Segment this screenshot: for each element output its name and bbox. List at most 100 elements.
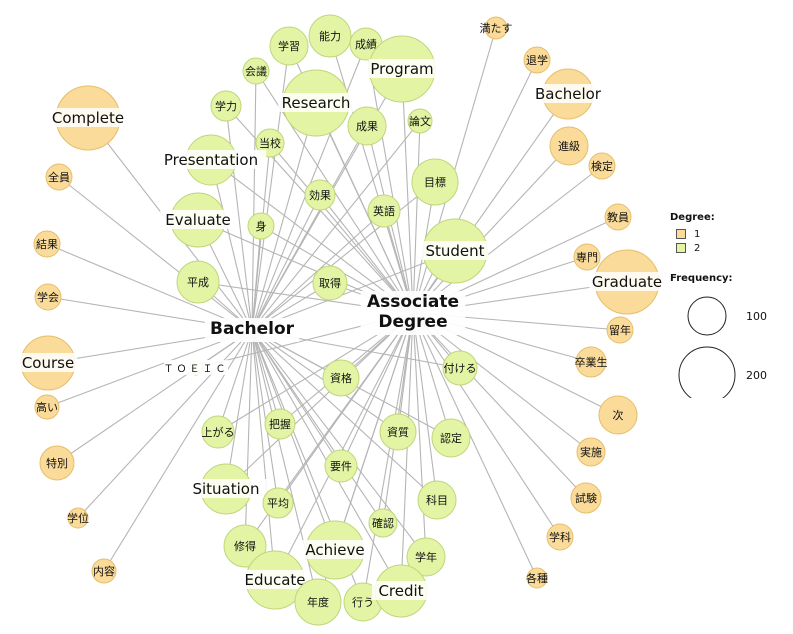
legend-circle-100 [687,296,727,336]
edge-b-43 [46,329,253,408]
node: 進級 [549,126,589,166]
node: 平成 [176,260,220,304]
node: 学力 [210,90,242,122]
node-label: 各種 [526,571,548,585]
edge-a-8 [412,120,421,314]
node-label: 英語 [373,204,395,218]
node-circle [312,265,348,301]
edge-a-2 [365,43,414,314]
node: 効果 [304,179,336,211]
node: Achieve [301,520,369,580]
edge-b-5 [251,102,317,331]
node: 特別 [39,445,75,481]
node-circle [546,523,574,551]
node-label: 学科 [549,530,571,544]
node-label: 学習 [278,39,300,53]
node-label: 高い [36,400,58,414]
node-label: 内容 [93,564,115,578]
node: Evaluate [160,192,236,248]
node-label: 次 [613,408,624,422]
legend-swatch-degree-2 [676,243,686,253]
hub-b: Bachelor [204,318,300,342]
node: Bachelor [530,68,606,120]
node-circle [39,445,75,481]
edge-a-34 [274,312,414,581]
node-label: 学会 [37,290,59,304]
node-label: 資質 [387,425,409,439]
node-label-bg [530,84,606,103]
node: 上がる [201,415,235,449]
node: 取得 [312,265,348,301]
node-circle [442,350,478,386]
node-circle [549,126,589,166]
node: 資格 [322,359,360,397]
node-label: Research [282,94,351,112]
node-label-bg [421,241,489,260]
node-circle [34,394,60,420]
node-label: Educate [244,571,305,589]
node-label: 実施 [580,445,602,459]
node-label: 当校 [259,136,281,150]
edge-a-60 [412,312,561,538]
node-label: 学力 [215,99,237,113]
node-label: Program [370,60,433,78]
node-circle [91,558,117,584]
node: 次 [598,395,638,435]
node: 平均 [262,487,294,519]
node-label-bg [160,210,236,229]
edge-b-33 [251,329,427,558]
node-label: 能力 [319,29,341,43]
node-circle [67,507,89,529]
legend-degree-1-label: 1 [694,228,701,240]
hub-label-bg [360,291,466,335]
node-label: 年度 [307,595,329,609]
node-label: Situation [192,480,259,498]
edge-b-6 [225,105,253,331]
node-label-bg [183,479,269,498]
node-label: 行う [352,596,374,609]
edge-b-34 [251,329,276,581]
node-label: 身 [256,219,267,233]
node-circle [575,346,607,378]
node-label: 検定 [591,159,613,173]
node: 全員 [45,163,73,191]
node-label-bg [241,570,309,589]
node: 学位 [67,507,89,529]
hub-label-line: Bachelor [210,319,295,339]
node-label: Complete [52,109,124,127]
edge-a-3 [401,68,414,314]
node-label: 修得 [234,539,256,553]
edge-a-33 [412,312,427,558]
node-label: Achieve [305,541,364,559]
legend-degree-title: Degree: [670,212,715,223]
node-label: 学年 [415,550,437,564]
node-circle [269,26,309,66]
edge-a-37 [400,312,414,592]
node-label: 進級 [558,140,580,153]
node: 成果 [347,106,387,146]
node-label: 目標 [424,175,446,189]
node-label: 留年 [609,323,631,337]
node-label: 試験 [575,491,597,505]
node-circle [176,260,220,304]
node-circle [588,152,616,180]
node: Educate [241,550,309,610]
node: 要件 [324,449,358,483]
node-circle [406,537,446,577]
node-circle [604,203,632,231]
edge-a-58 [412,312,592,453]
node-label: 平成 [187,276,209,289]
node: 試験 [570,482,602,514]
node-label: 確認 [372,516,394,530]
node: Research [278,69,354,137]
node-circle [201,415,235,449]
edge-b-4 [251,70,257,331]
edge-b-31 [244,329,253,547]
node: 科目 [417,480,457,520]
node-label: 成績 [355,37,377,51]
node-circle [407,108,433,134]
node: 年度 [294,578,342,626]
edge-b-32 [251,329,336,551]
node-circle [347,106,387,146]
